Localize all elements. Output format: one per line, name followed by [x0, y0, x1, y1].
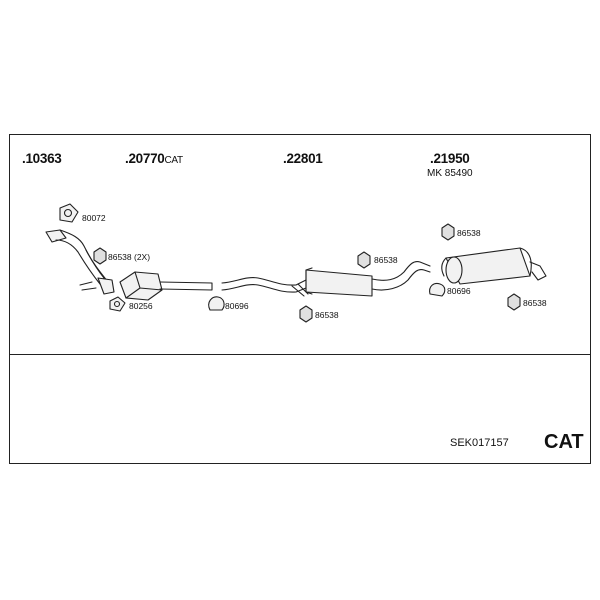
part-number-20770-value: .20770 — [125, 151, 165, 166]
part-number-10363: .10363 — [22, 151, 62, 166]
part-number-22801: .22801 — [283, 151, 323, 166]
part-number-21950-sub: MK 85490 — [427, 168, 473, 179]
front-pipe-part — [45, 229, 115, 295]
label-80696-right: 80696 — [447, 286, 471, 296]
label-80256: 80256 — [129, 301, 153, 311]
label-80696-left: 80696 — [225, 301, 249, 311]
catalytic-converter-part — [119, 271, 213, 301]
rubber-mount-mid-top — [357, 251, 371, 269]
rear-muffler-part — [441, 247, 547, 285]
label-86538-rear-bottom: 86538 — [523, 298, 547, 308]
kit-code: SEK017157 — [450, 437, 509, 449]
rubber-mount-front — [93, 247, 107, 265]
label-86538-mid-top: 86538 — [374, 255, 398, 265]
part-number-21950: .21950 — [430, 151, 470, 166]
section-divider — [9, 354, 591, 355]
label-86538-2x: 86538 (2X) — [108, 252, 151, 262]
middle-muffler-part — [221, 260, 431, 297]
diagram-frame — [9, 134, 591, 464]
rubber-mount-rear-top — [441, 223, 455, 241]
label-80072: 80072 — [82, 213, 106, 223]
part-number-20770-suffix: CAT — [164, 155, 184, 166]
clamp-80696-right — [429, 282, 446, 297]
gasket-80072 — [59, 203, 79, 223]
rubber-mount-rear-bottom — [507, 293, 521, 311]
label-86538-mid-bottom: 86538 — [315, 310, 339, 320]
part-number-20770: .20770CAT — [125, 151, 183, 166]
gasket-80256 — [109, 296, 126, 312]
rubber-mount-mid-bottom — [299, 305, 313, 323]
clamp-80696-left — [208, 296, 225, 311]
kit-type-cat: CAT — [544, 431, 584, 453]
label-86538-rear-top: 86538 — [457, 228, 481, 238]
